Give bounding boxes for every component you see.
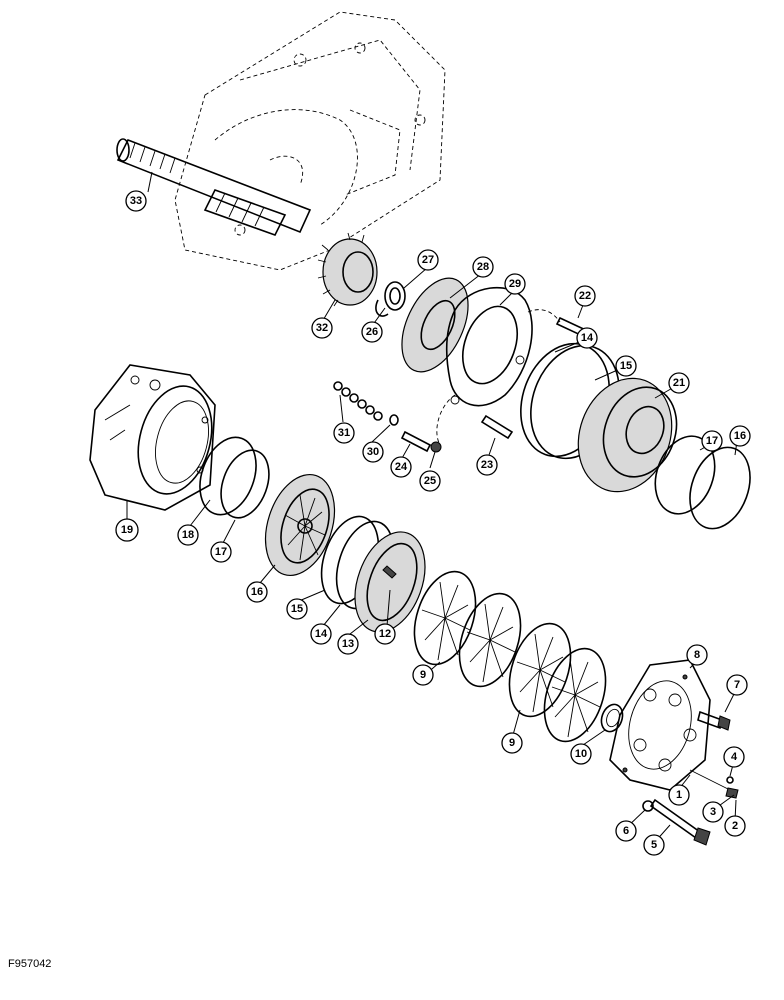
friction-disc xyxy=(401,277,469,373)
callout-25: 25 xyxy=(419,470,441,492)
callout-10: 10 xyxy=(570,743,592,765)
callout-29: 29 xyxy=(504,273,526,295)
clutch-cover xyxy=(609,659,711,791)
callout-2: 2 xyxy=(724,815,746,837)
callout-13: 13 xyxy=(337,633,359,655)
svg-text:31: 31 xyxy=(338,427,350,439)
callout-33: 33 xyxy=(125,190,147,212)
callout-6: 6 xyxy=(615,820,637,842)
svg-text:10: 10 xyxy=(575,748,587,760)
svg-text:14: 14 xyxy=(581,332,594,344)
svg-text:14: 14 xyxy=(315,628,328,640)
callout-17-lower: 17 xyxy=(210,541,232,563)
svg-text:26: 26 xyxy=(366,326,378,338)
svg-text:6: 6 xyxy=(623,825,629,837)
callout-17-upper: 17 xyxy=(701,430,723,452)
svg-text:5: 5 xyxy=(651,839,657,851)
svg-text:9: 9 xyxy=(420,669,426,681)
svg-text:2: 2 xyxy=(732,820,738,832)
svg-text:23: 23 xyxy=(481,459,493,471)
svg-text:19: 19 xyxy=(121,524,133,536)
callout-5: 5 xyxy=(643,834,665,856)
figure-code: F957042 xyxy=(8,958,52,970)
svg-text:29: 29 xyxy=(509,278,521,290)
outer-seals-upper xyxy=(654,435,751,530)
svg-text:13: 13 xyxy=(342,638,354,650)
callout-14-upper: 14 xyxy=(576,327,598,349)
svg-text:27: 27 xyxy=(422,254,434,266)
transmission-housing-phantom xyxy=(174,11,446,271)
callout-15-upper: 15 xyxy=(615,355,637,377)
callout-18: 18 xyxy=(177,524,199,546)
callout-16-lower: 16 xyxy=(246,581,268,603)
svg-text:4: 4 xyxy=(731,751,738,763)
outer-seals-lower xyxy=(199,436,270,519)
svg-text:28: 28 xyxy=(477,261,489,273)
callout-24: 24 xyxy=(390,456,412,478)
backing-plate xyxy=(354,531,426,633)
svg-text:1: 1 xyxy=(676,789,682,801)
callout-19: 19 xyxy=(115,518,139,542)
svg-text:32: 32 xyxy=(316,322,328,334)
svg-text:16: 16 xyxy=(734,430,746,442)
svg-text:9: 9 xyxy=(509,737,515,749)
svg-text:15: 15 xyxy=(620,360,632,372)
callout-7: 7 xyxy=(726,674,748,696)
snap-ring-and-washer xyxy=(375,281,406,317)
callout-9-lower: 9 xyxy=(501,732,523,754)
piston-lower xyxy=(264,473,336,577)
svg-text:25: 25 xyxy=(424,475,436,487)
callout-31: 31 xyxy=(333,422,355,444)
callout-32: 32 xyxy=(311,317,333,339)
svg-text:8: 8 xyxy=(694,649,700,661)
callout-15-lower: 15 xyxy=(286,598,308,620)
callout-28: 28 xyxy=(472,256,494,278)
svg-text:17: 17 xyxy=(215,546,227,558)
callout-30: 30 xyxy=(362,441,384,463)
callout-14-lower: 14 xyxy=(310,623,332,645)
svg-text:3: 3 xyxy=(710,806,716,818)
svg-text:33: 33 xyxy=(130,195,142,207)
bolts-and-fittings xyxy=(642,710,739,846)
callout-27: 27 xyxy=(417,249,439,271)
svg-text:15: 15 xyxy=(291,603,303,615)
callout-26: 26 xyxy=(361,321,383,343)
snap-ring xyxy=(600,703,624,733)
svg-text:22: 22 xyxy=(579,290,591,302)
callout-21: 21 xyxy=(668,372,690,394)
callout-12: 12 xyxy=(374,623,396,645)
svg-text:21: 21 xyxy=(673,377,685,389)
clutch-housing xyxy=(89,364,216,511)
callout-1: 1 xyxy=(668,784,690,806)
gear xyxy=(317,232,378,307)
callout-16-upper: 16 xyxy=(729,425,751,447)
svg-text:12: 12 xyxy=(379,628,391,640)
clutch-discs xyxy=(413,570,607,743)
svg-text:17: 17 xyxy=(706,435,718,447)
callout-9-upper: 9 xyxy=(412,664,434,686)
callout-8: 8 xyxy=(686,644,708,666)
svg-text:24: 24 xyxy=(395,461,408,473)
svg-text:16: 16 xyxy=(251,586,263,598)
callout-3: 3 xyxy=(702,801,724,823)
leader-lines xyxy=(126,171,738,844)
svg-text:18: 18 xyxy=(182,529,194,541)
callout-4: 4 xyxy=(723,746,745,768)
small-hardware xyxy=(333,381,442,453)
callout-23: 23 xyxy=(476,454,498,476)
svg-text:7: 7 xyxy=(734,679,740,691)
svg-text:30: 30 xyxy=(367,446,379,458)
callout-22: 22 xyxy=(574,285,596,307)
splined-shaft xyxy=(116,138,312,236)
